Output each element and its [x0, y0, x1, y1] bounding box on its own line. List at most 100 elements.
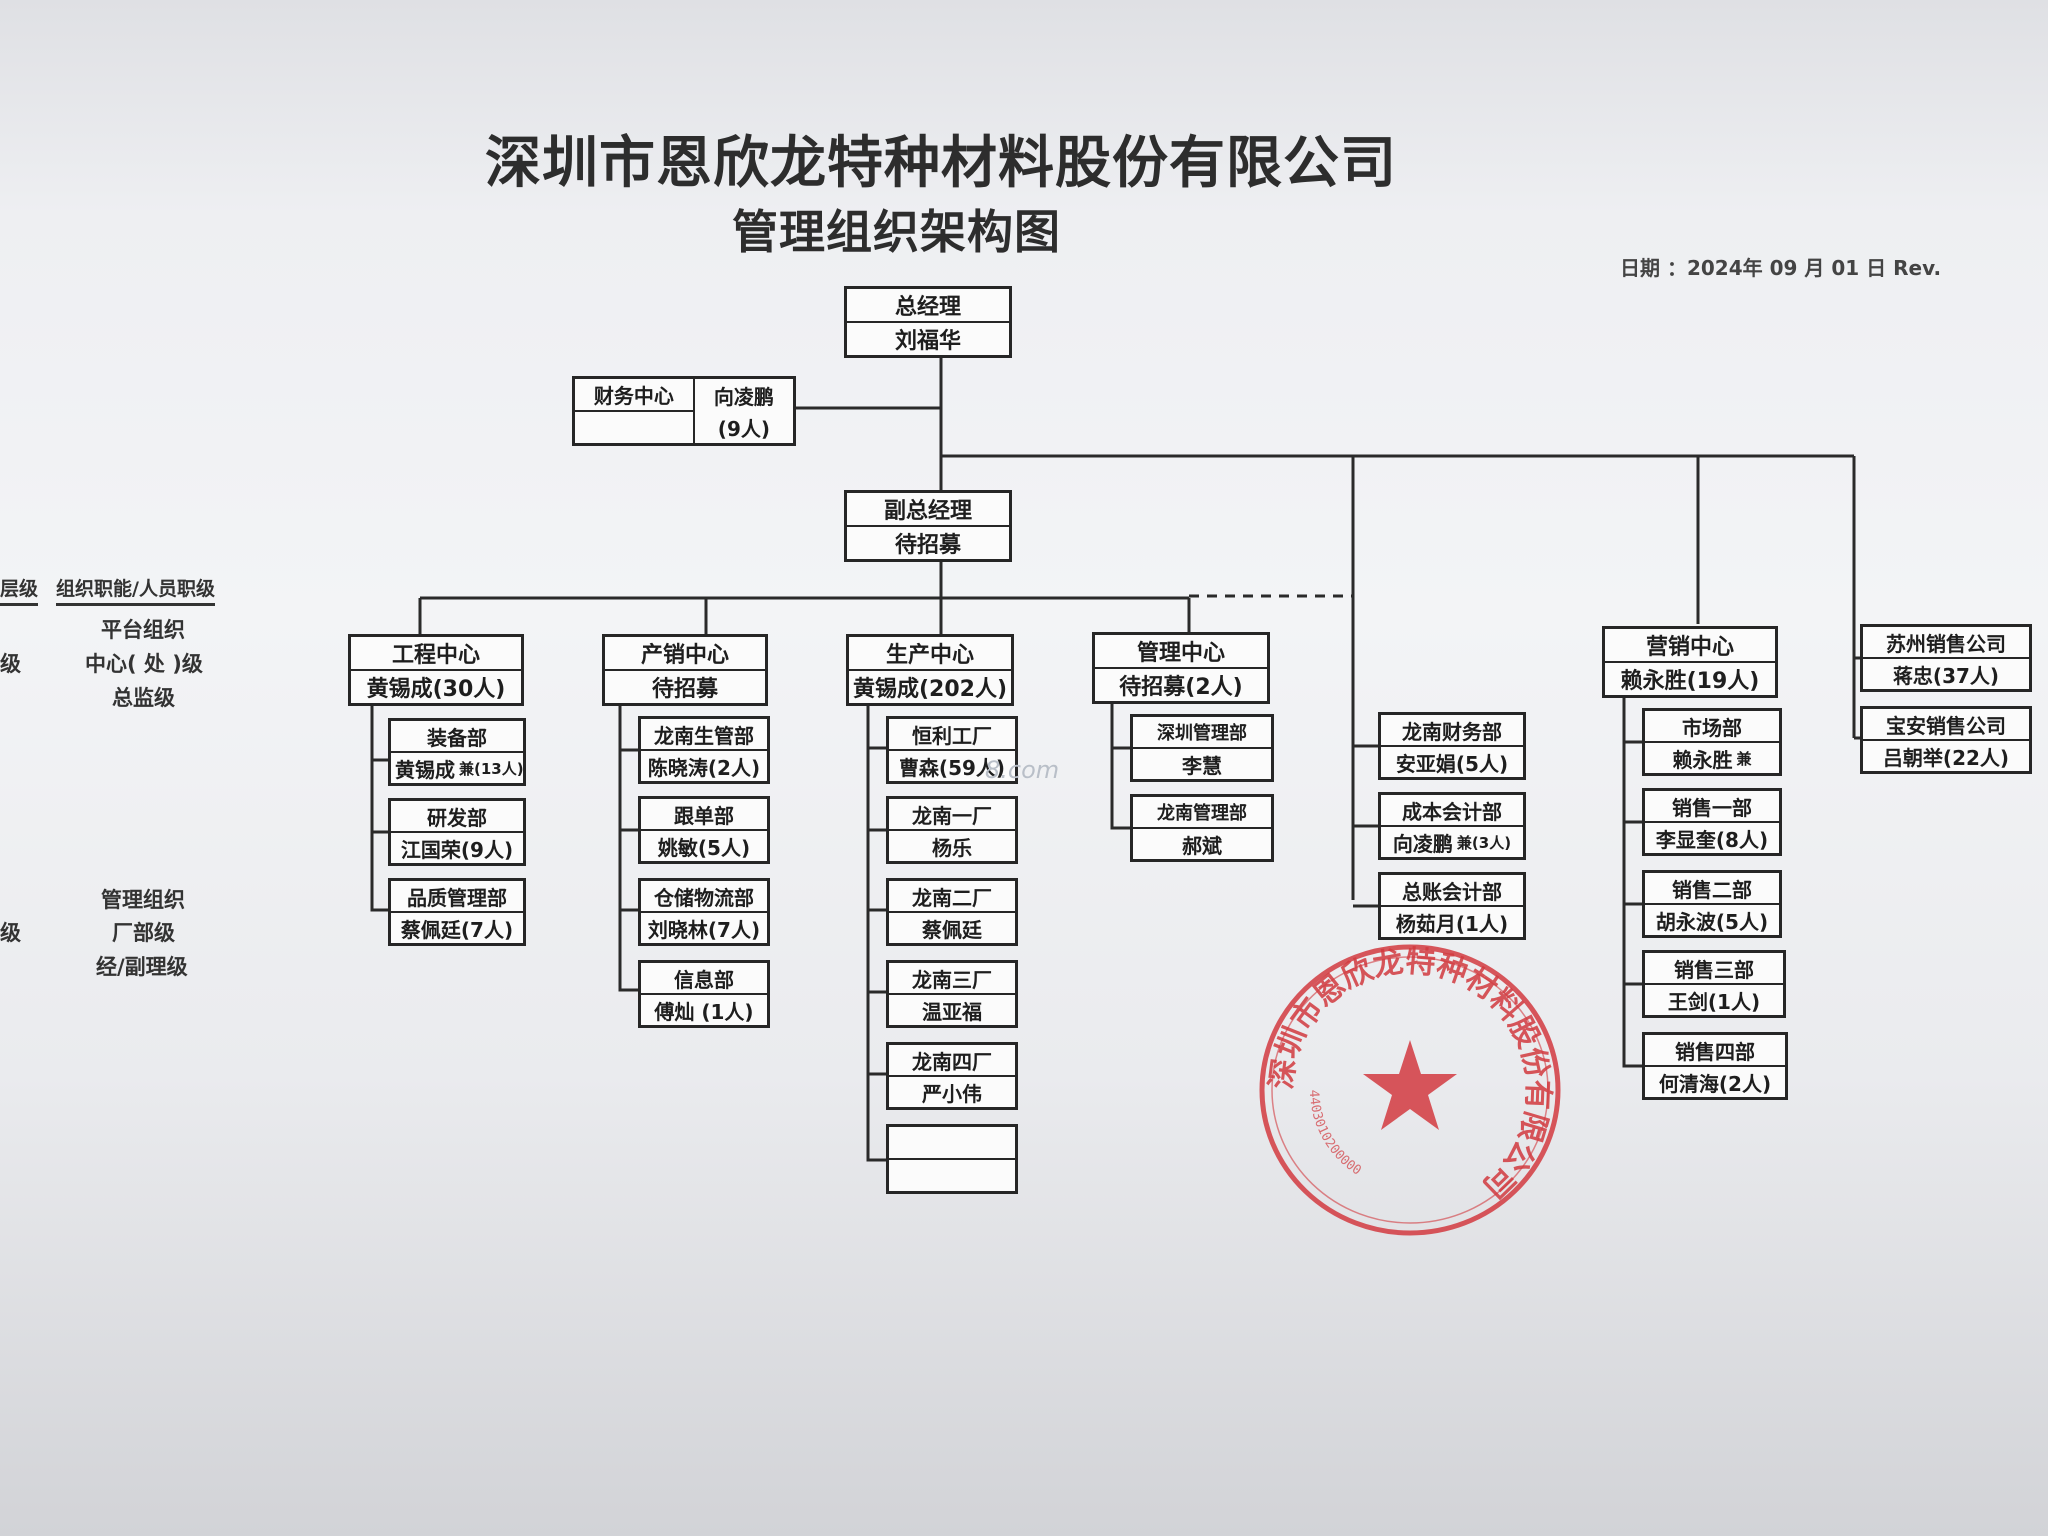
marketing-head: 赖永胜(19人)	[1605, 661, 1775, 695]
management-title: 管理中心	[1136, 641, 1225, 666]
dept-shenzhen-admin: 深圳管理部 李慧	[1130, 714, 1274, 782]
company-seal-icon: 深圳市恩欣龙特种材料股份有限公司 4403010200000	[1259, 944, 1561, 1236]
dept-head-name: 向凌鹏	[1392, 831, 1453, 856]
dept-head-note: 兼(3人)	[1456, 833, 1512, 852]
dept-title: 龙南财务部	[1402, 719, 1502, 744]
company-title: 深圳市恩欣龙特种材料股份有限公司	[485, 131, 1397, 196]
dept-title: 品质管理部	[407, 885, 507, 910]
dept-title: 深圳管理部	[1157, 723, 1247, 744]
dept-title: 销售一部	[1672, 795, 1752, 820]
dept-rnd: 研发部 江国荣(9人)	[388, 798, 526, 866]
dept-head: 杨乐	[889, 829, 1015, 861]
dept-head: 何清海(2人)	[1645, 1065, 1785, 1097]
dept-head: 胡永波(5人)	[1645, 903, 1779, 935]
gm-title: 总经理	[894, 295, 961, 320]
management-center-box: 管理中心 待招募(2人)	[1092, 632, 1270, 704]
finance-head: 向凌鹏	[713, 384, 774, 409]
marketing-center-box: 营销中心 赖永胜(19人)	[1602, 626, 1778, 698]
dept-warehouse-logistics: 仓储物流部 刘晓林(7人)	[638, 878, 770, 946]
branch-head: 吕朝举(22人)	[1863, 739, 2029, 771]
dept-longnan-factory-2: 龙南二厂 蔡佩廷	[886, 878, 1018, 946]
dept-sales-2: 销售二部 胡永波(5人)	[1642, 870, 1782, 938]
finance-left: 财务中心	[575, 379, 695, 443]
dept-head: 曹森(59人)	[889, 749, 1015, 781]
general-manager-box: 总经理 刘福华	[844, 286, 1012, 358]
dept-head: 温亚福	[889, 993, 1015, 1025]
production-head: 黄锡成(202人)	[849, 669, 1011, 703]
dept-head: 郝斌	[1133, 827, 1271, 859]
dept-head-note: 兼	[1736, 749, 1752, 768]
dept-information: 信息部 傅灿 (1人)	[638, 960, 770, 1028]
finance-right: 向凌鹏 (9人)	[695, 379, 793, 443]
sidebar-col1-header: 层级	[0, 574, 39, 606]
dept-title: 仓储物流部	[654, 885, 754, 910]
dept-title: 龙南管理部	[1157, 803, 1247, 824]
deputy-name: 待招募	[847, 525, 1009, 559]
sidebar-level-platform: 平台组织	[101, 618, 185, 642]
prodsales-center-box: 产销中心 待招募	[602, 634, 768, 706]
dept-order-tracking: 跟单部 姚敏(5人)	[638, 796, 770, 864]
dept-head: 傅灿 (1人)	[641, 993, 767, 1025]
dept-head-name: 赖永胜	[1672, 747, 1733, 772]
dept-title: 信息部	[674, 967, 734, 992]
engineering-center-box: 工程中心 黄锡成(30人)	[348, 634, 524, 706]
dept-hengli-factory: 恒利工厂 曹森(59人)	[886, 716, 1018, 784]
dept-head: 江国荣(9人)	[391, 831, 523, 863]
dept-head: 安亚娟(5人)	[1381, 745, 1523, 777]
dept-longnan-factory-3: 龙南三厂 温亚福	[886, 960, 1018, 1028]
dept-head	[889, 1158, 1015, 1191]
finance-count: (9人)	[717, 416, 770, 441]
dept-head: 黄锡成 兼(13人)	[391, 751, 523, 783]
dept-market: 市场部 赖永胜 兼	[1642, 708, 1782, 776]
sidebar-col1-row: 级	[0, 652, 21, 676]
dept-head: 蔡佩廷	[889, 911, 1015, 943]
dept-longnan-factory-1: 龙南一厂 杨乐	[886, 796, 1018, 864]
dept-head-name: 黄锡成	[395, 757, 455, 782]
marketing-title: 营销中心	[1645, 635, 1734, 660]
prodsales-title: 产销中心	[640, 643, 729, 668]
engineering-title: 工程中心	[391, 643, 480, 668]
dept-empty-slot	[886, 1124, 1018, 1194]
sidebar-level-director: 总监级	[112, 686, 175, 710]
svg-text:4403010200000: 4403010200000	[1306, 1089, 1364, 1178]
dept-head-note: 兼(13人)	[459, 759, 523, 778]
sidebar-col1-row: 级	[0, 921, 21, 945]
sidebar-col2-header: 组织职能/人员职级	[56, 574, 215, 606]
dept-title: 销售三部	[1674, 957, 1754, 982]
watermark-text: 8.com	[985, 756, 1060, 784]
finance-center-box: 财务中心 向凌鹏 (9人)	[572, 376, 796, 446]
dept-head: 陈晓涛(2人)	[641, 749, 767, 781]
dept-head: 刘晓林(7人)	[641, 911, 767, 943]
dept-title: 跟单部	[674, 803, 734, 828]
sidebar-level-manager: 经/副理级	[96, 955, 188, 979]
prodsales-head: 待招募	[605, 669, 765, 703]
dept-head: 姚敏(5人)	[641, 829, 767, 861]
deputy-manager-box: 副总经理 待招募	[844, 490, 1012, 562]
dept-head: 王剑(1人)	[1645, 983, 1783, 1015]
dept-title: 龙南一厂	[912, 803, 992, 828]
production-title: 生产中心	[885, 643, 974, 668]
dept-head: 蔡佩廷(7人)	[391, 911, 523, 943]
dept-title: 销售二部	[1672, 877, 1752, 902]
dept-sales-3: 销售三部 王剑(1人)	[1642, 950, 1786, 1018]
dept-longnan-admin: 龙南管理部 郝斌	[1130, 794, 1274, 862]
branch-baoan-sales: 宝安销售公司 吕朝举(22人)	[1860, 706, 2032, 774]
dept-title: 研发部	[427, 805, 487, 830]
finance-empty	[575, 410, 693, 443]
finance-title: 财务中心	[593, 384, 674, 408]
dept-quality: 品质管理部 蔡佩廷(7人)	[388, 878, 526, 946]
dept-title: 装备部	[427, 725, 487, 750]
dept-title: 龙南生管部	[654, 723, 754, 748]
dept-longnan-finance: 龙南财务部 安亚娟(5人)	[1378, 712, 1526, 780]
sidebar-level-center: 中心( 处 )级	[85, 652, 203, 676]
dept-title: 总账会计部	[1402, 879, 1502, 904]
dept-title: 恒利工厂	[912, 723, 992, 748]
dept-general-ledger: 总账会计部 杨茹月(1人)	[1378, 872, 1526, 940]
engineering-head: 黄锡成(30人)	[351, 669, 521, 703]
production-center-box: 生产中心 黄锡成(202人)	[846, 634, 1014, 706]
dept-sales-4: 销售四部 何清海(2人)	[1642, 1032, 1788, 1100]
dept-title: 龙南四厂	[912, 1049, 992, 1074]
dept-title: 销售四部	[1675, 1039, 1755, 1064]
